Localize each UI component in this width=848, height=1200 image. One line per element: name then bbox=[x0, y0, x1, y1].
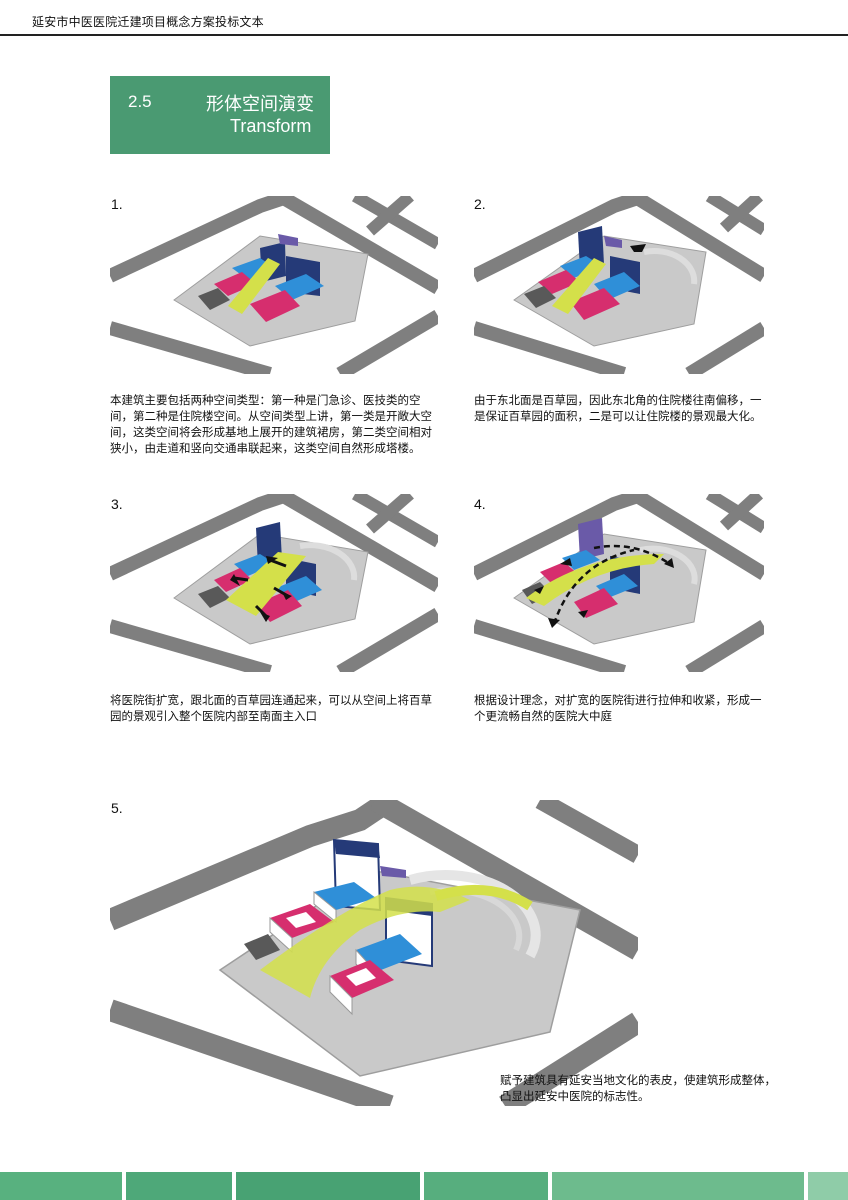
header-divider bbox=[0, 34, 848, 36]
step-3-number: 3. bbox=[111, 496, 123, 512]
step-1-caption: 本建筑主要包括两种空间类型：第一种是门急诊、医技类的空间，第二种是住院楼空间。从… bbox=[110, 393, 432, 455]
section-title-en: Transform bbox=[230, 116, 312, 136]
step-2-caption: 由于东北面是百草园，因此东北角的住院楼往南偏移，一是保证百草园的面积，二是可以让… bbox=[474, 393, 762, 423]
step-2-diagram bbox=[474, 196, 764, 374]
footer-bar-3 bbox=[236, 1172, 420, 1200]
document-header-title: 延安市中医医院迁建项目概念方案投标文本 bbox=[32, 15, 264, 29]
section-number: 2.5 bbox=[128, 92, 152, 111]
section-title-cn: 形体空间演变 bbox=[206, 94, 314, 115]
step-1-diagram bbox=[110, 196, 438, 374]
footer-bar-2 bbox=[126, 1172, 232, 1200]
step-4-diagram bbox=[474, 494, 764, 672]
footer-bar-4 bbox=[424, 1172, 548, 1200]
step-5-number: 5. bbox=[111, 800, 123, 816]
step-3-caption: 将医院街扩宽，跟北面的百草园连通起来，可以从空间上将百草园的景观引入整个医院内部… bbox=[110, 693, 432, 723]
step-5-diagram bbox=[110, 800, 638, 1106]
step-4-caption: 根据设计理念，对扩宽的医院街进行拉伸和收紧，形成一个更流畅自然的医院大中庭 bbox=[474, 693, 762, 723]
step-5-caption: 赋予建筑具有延安当地文化的表皮，使建筑形成整体，凸显出延安中医院的标志性。 bbox=[500, 1073, 776, 1103]
step-4-number: 4. bbox=[474, 496, 486, 512]
footer-bar-1 bbox=[0, 1172, 122, 1200]
step-3-diagram bbox=[110, 494, 438, 672]
step-1-number: 1. bbox=[111, 196, 123, 212]
section-banner: 2.5 形体空间演变 Transform bbox=[110, 76, 330, 154]
step-2-number: 2. bbox=[474, 196, 486, 212]
footer-bar-5 bbox=[552, 1172, 804, 1200]
footer-bar-6 bbox=[808, 1172, 848, 1200]
